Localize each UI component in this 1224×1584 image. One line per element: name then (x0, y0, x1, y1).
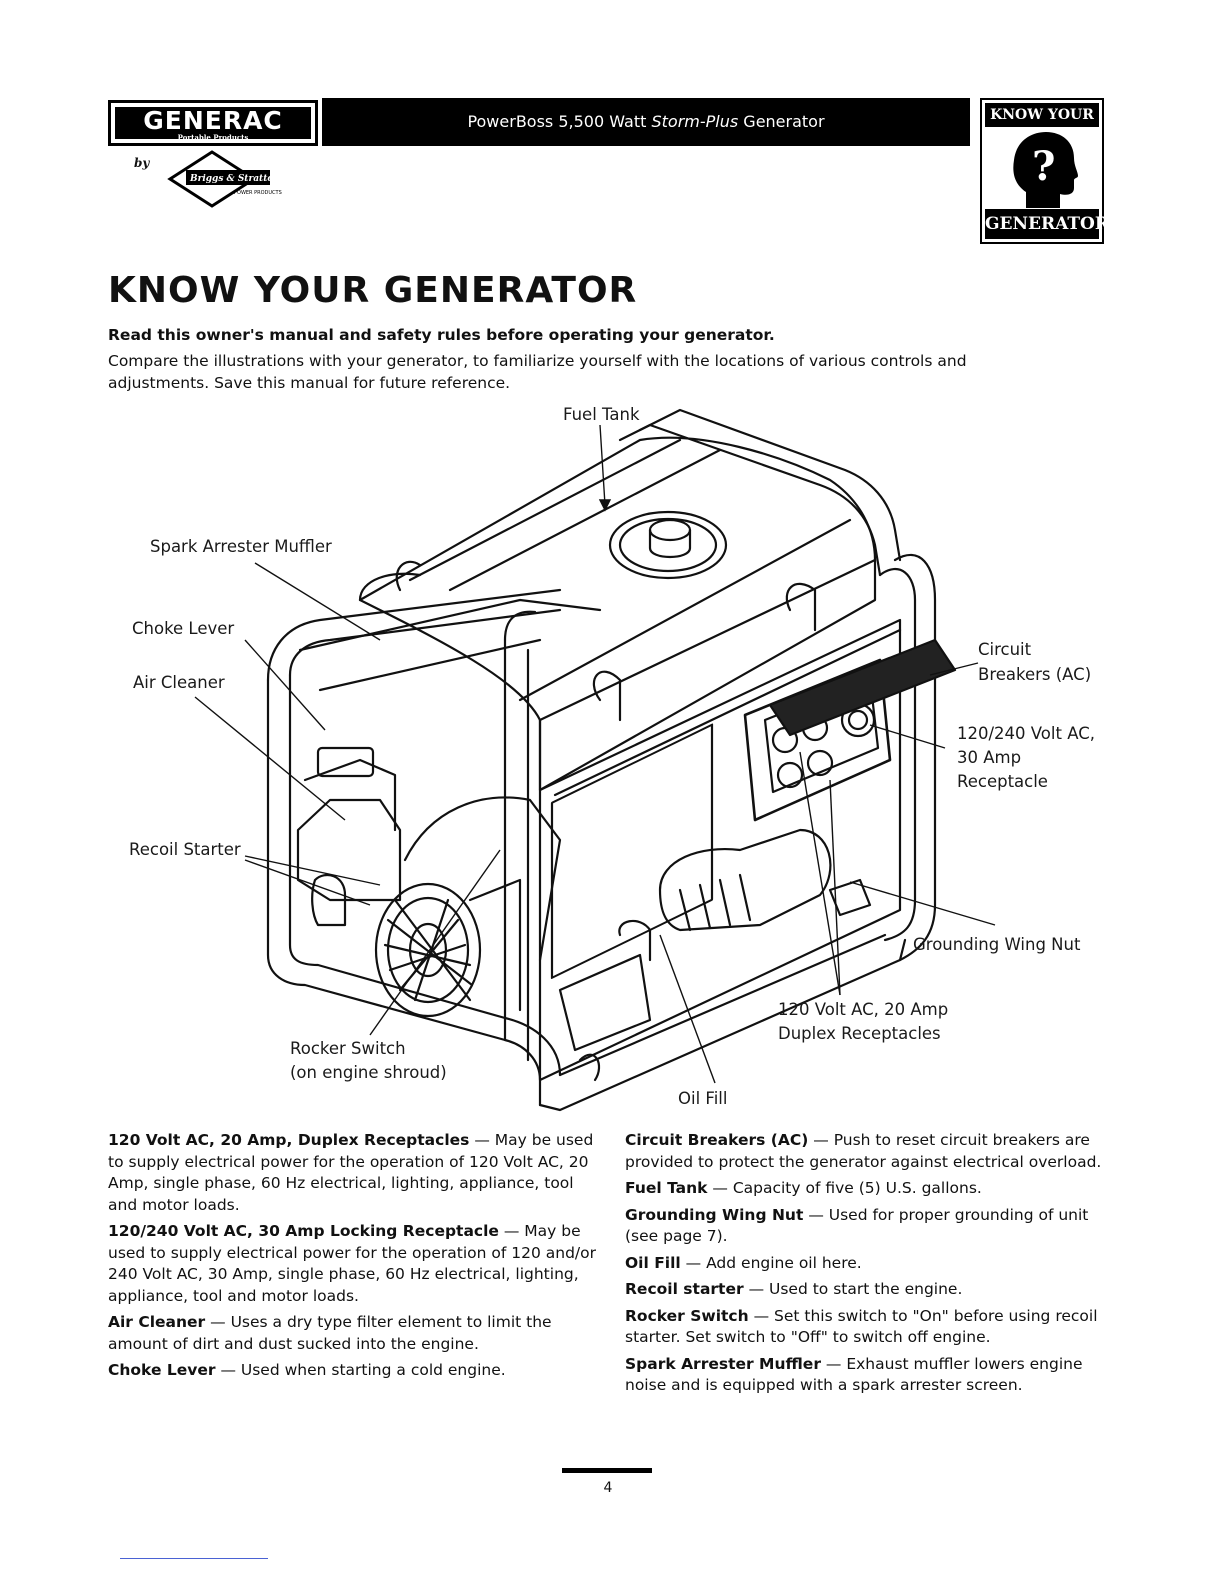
descriptions-left-column: 120 Volt AC, 20 Amp, Duplex Receptacles … (108, 1130, 598, 1387)
label-fuel-tank: Fuel Tank (563, 405, 640, 424)
description-item: 120 Volt AC, 20 Amp, Duplex Receptacles … (108, 1130, 598, 1216)
callout-leaders (194, 424, 996, 1084)
label-30amp-receptacle-line1: 120/240 Volt AC, (957, 724, 1095, 743)
label-rocker-switch: Rocker Switch (290, 1039, 406, 1058)
description-text: — Used for proper grounding of unit (see… (625, 1205, 1089, 1246)
description-text: — Used to start the engine. (748, 1280, 963, 1298)
generator-diagram: Fuel Tank Spark Arrester Muffler Choke L… (129, 405, 1095, 1112)
brand-subtitle: Portable Products (177, 133, 249, 142)
product-name-italic: Storm-Plus (651, 112, 739, 131)
description-text: — Add engine oil here. (685, 1253, 862, 1272)
badge-top-text: KNOW YOUR (985, 103, 1099, 127)
description-term: Circuit Breakers (AC) (625, 1131, 809, 1149)
product-title-bar: PowerBoss 5,500 Watt Storm-Plus Generato… (322, 98, 970, 146)
description-item: 120/240 Volt AC, 30 Amp Locking Receptac… (108, 1221, 598, 1307)
briggs-stratton-logo: Briggs & Stratton POWER PRODUCTS (167, 150, 282, 208)
descriptions-right-column: Circuit Breakers (AC) — Push to reset ci… (625, 1130, 1115, 1402)
generator-illustration (266, 408, 957, 1112)
partner-subtitle: POWER PRODUCTS (234, 190, 282, 196)
description-item: Choke Lever — Used when starting a cold … (108, 1360, 598, 1382)
description-term: Air Cleaner (108, 1313, 206, 1331)
label-duplex-receptacles-line1: 120 Volt AC, 20 Amp (778, 1000, 948, 1019)
description-item: Spark Arrester Muffler — Exhaust muffler… (625, 1354, 1115, 1397)
product-name-tail: Generator (743, 112, 825, 131)
by-label: by (134, 156, 150, 170)
page-rule (562, 1468, 652, 1473)
know-your-generator-badge: KNOW YOUR ? GENERATOR (980, 98, 1109, 244)
label-duplex-receptacles-line2: Duplex Receptacles (778, 1024, 941, 1043)
description-term: Grounding Wing Nut (625, 1205, 804, 1224)
description-item: Oil Fill — Add engine oil here. (625, 1253, 1115, 1275)
description-text: — Exhaust muffler lowers engine noise an… (625, 1354, 1083, 1395)
label-recoil-starter: Recoil Starter (129, 840, 241, 859)
description-text: — Push to reset circuit breakers are pro… (625, 1131, 1102, 1171)
description-text: — Capacity of five (5) U.S. gallons. (712, 1179, 982, 1197)
label-30amp-receptacle-line3: Receptacle (957, 772, 1048, 791)
label-spark-arrester-muffler: Spark Arrester Muffler (150, 537, 332, 556)
page-title: KNOW YOUR GENERATOR (108, 270, 638, 311)
description-item: Fuel Tank — Capacity of five (5) U.S. ga… (625, 1178, 1115, 1200)
intro-paragraph: Compare the illustrations with your gene… (108, 352, 967, 392)
description-term: 120 Volt AC, 20 Amp, Duplex Receptacles (108, 1131, 470, 1149)
description-term: Recoil starter (625, 1280, 744, 1298)
description-text: — Used when starting a cold engine. (220, 1361, 506, 1379)
description-text: — Set this switch to "On" before using r… (625, 1306, 1098, 1347)
label-rocker-switch-location: (on engine shroud) (290, 1063, 447, 1082)
description-item: Air Cleaner — Uses a dry type filter ele… (108, 1312, 598, 1355)
label-grounding-wing-nut: Grounding Wing Nut (913, 935, 1081, 954)
question-head-icon: ? (1013, 132, 1078, 208)
page-number: 4 (603, 1480, 613, 1496)
label-air-cleaner: Air Cleaner (133, 673, 225, 692)
description-item: Grounding Wing Nut — Used for proper gro… (625, 1205, 1115, 1248)
description-text: — Uses a dry type filter element to limi… (108, 1313, 552, 1353)
description-text: — May be used to supply electrical power… (108, 1131, 594, 1214)
label-circuit-breakers-line1: Circuit (978, 640, 1032, 659)
description-term: Spark Arrester Muffler (625, 1354, 821, 1373)
description-term: Rocker Switch (625, 1306, 749, 1325)
footer-link-underline (120, 1558, 268, 1559)
intro-warning: Read this owner's manual and safety rule… (108, 326, 775, 344)
description-term: Fuel Tank (625, 1179, 708, 1197)
partner-name: Briggs & Stratton (189, 174, 280, 184)
brand-name: GENERAC (143, 106, 283, 135)
svg-text:?: ? (1032, 143, 1055, 190)
description-item: Recoil starter — Used to start the engin… (625, 1279, 1115, 1301)
description-term: Oil Fill (625, 1253, 681, 1272)
description-term: Choke Lever (108, 1361, 216, 1379)
label-30amp-receptacle-line2: 30 Amp (957, 748, 1021, 767)
label-choke-lever: Choke Lever (132, 619, 234, 638)
product-name: PowerBoss 5,500 Watt (467, 112, 647, 131)
label-oil-fill: Oil Fill (678, 1089, 727, 1108)
description-text: — May be used to supply electrical power… (108, 1222, 596, 1305)
description-term: 120/240 Volt AC, 30 Amp Locking Receptac… (108, 1222, 499, 1240)
badge-bottom-text: GENERATOR (985, 209, 1109, 239)
generac-logo: GENERAC Portable Products (108, 100, 318, 146)
description-item: Rocker Switch — Set this switch to "On" … (625, 1306, 1115, 1349)
description-item: Circuit Breakers (AC) — Push to reset ci… (625, 1130, 1115, 1173)
label-circuit-breakers-line2: Breakers (AC) (978, 665, 1091, 684)
